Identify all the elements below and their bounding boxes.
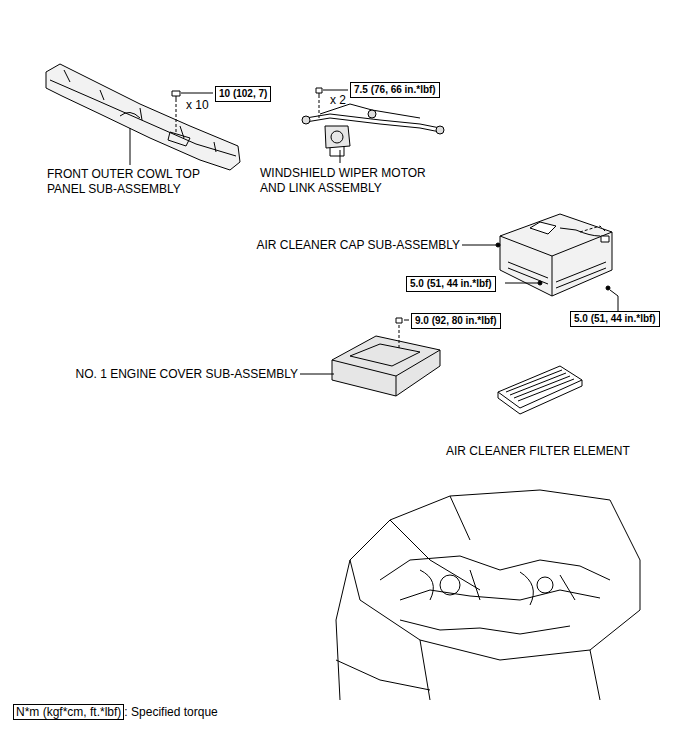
engine-cover-drawing <box>332 336 440 396</box>
legend-unit-box: N*m (kgf*cm, ft.*lbf) <box>13 704 124 720</box>
part-name: AIR CLEANER FILTER ELEMENT <box>446 444 630 459</box>
torque-value: 5.0 (51, 44 in.*lbf) <box>410 278 492 289</box>
torque-legend: N*m (kgf*cm, ft.*lbf): Specified torque <box>13 702 218 720</box>
part-name: AIR CLEANER CAP SUB-ASSEMBLY <box>256 238 460 253</box>
quantity: x 10 <box>186 98 209 113</box>
part-name: NO. 1 ENGINE COVER SUB-ASSEMBLY <box>76 367 299 382</box>
torque-box: 10 (102, 7) <box>215 86 271 102</box>
part-name: WINDSHIELD WIPER MOTOR AND LINK ASSEMBLY <box>260 166 445 196</box>
torque-value: 10 (102, 7) <box>219 88 267 99</box>
wiper-link-drawing <box>302 104 444 156</box>
torque-box: 5.0 (51, 44 in.*lbf) <box>406 276 496 292</box>
vehicle-drawing <box>336 490 640 700</box>
part-name: FRONT OUTER COWL TOP PANEL SUB-ASSEMBLY <box>47 167 217 197</box>
torque-value: 9.0 (92, 80 in.*lbf) <box>415 315 497 326</box>
torque-value: 5.0 (51, 44 in.*lbf) <box>574 313 656 324</box>
torque-box: 5.0 (51, 44 in.*lbf) <box>570 311 660 327</box>
torque-box: 9.0 (92, 80 in.*lbf) <box>411 313 501 329</box>
quantity: x 2 <box>330 93 346 108</box>
filter-element-drawing <box>498 366 582 414</box>
cowl-panel-drawing <box>46 64 240 170</box>
torque-box: 7.5 (76, 66 in.*lbf) <box>350 82 440 98</box>
legend-text: : Specified torque <box>124 705 217 719</box>
air-cleaner-cap-drawing <box>500 214 612 296</box>
torque-value: 7.5 (76, 66 in.*lbf) <box>354 84 436 95</box>
